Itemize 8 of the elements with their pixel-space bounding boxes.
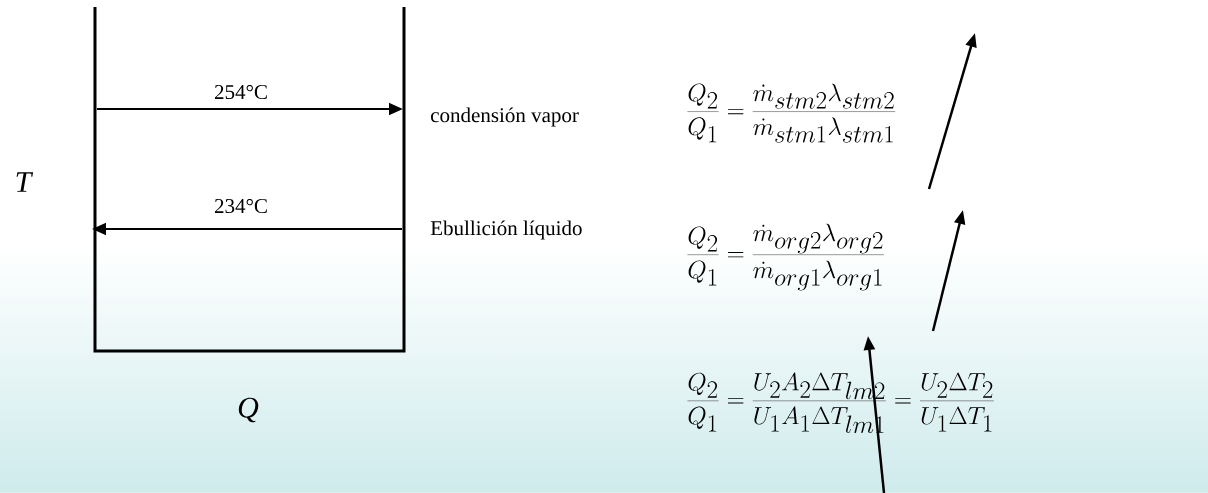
axis-label: T [16,172,34,192]
temperature-label: 234°C [215,198,267,214]
axis-label: Q [238,397,259,423]
process-label: condensión vapor [431,107,579,127]
process-label: Ebullición líquido [430,220,582,240]
formula: $\frac{Q_2}{Q_1}=\frac{\dot m_{org2}\lambda_{org2}}{\dot m_{org1}\lambda_{org1}}$ [687,223,884,291]
formula: $\frac{Q_2}{Q_1}=\frac{\dot m_{stm2}\lambda_{stm2}}{\dot m_{stm1}\lambda_{stm1}}$ [687,83,896,143]
temperature-label: 254°C [215,84,267,100]
